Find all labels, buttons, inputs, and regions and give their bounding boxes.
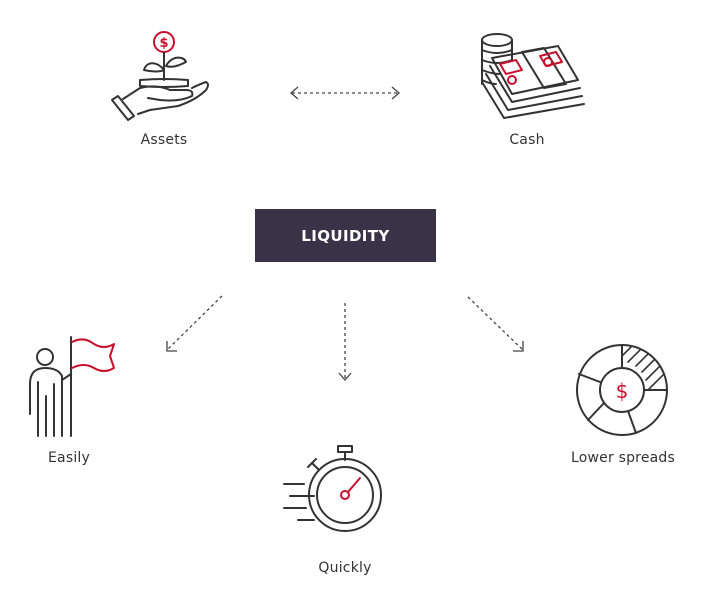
node-label-lower-spreads: Lower spreads <box>571 450 675 466</box>
node-label-assets: Assets <box>140 132 188 148</box>
cash-stack-coins-icon <box>481 33 585 119</box>
hand-plant-dollar-icon: $ <box>111 31 209 121</box>
node-label-quickly: Quickly <box>318 560 372 576</box>
arrow-to-quickly <box>338 303 352 381</box>
center-box: LIQUIDITY <box>255 209 436 262</box>
person-flag-icon <box>29 336 115 437</box>
svg-text:$: $ <box>616 379 629 403</box>
pie-dollar-icon: $ <box>576 344 668 436</box>
stopwatch-icon <box>283 445 382 532</box>
node-label-easily: Easily <box>48 450 90 466</box>
center-box-bg <box>255 209 436 262</box>
svg-text:$: $ <box>159 36 168 51</box>
arrow-to-lower-spreads <box>467 296 524 352</box>
arrow-to-easily <box>166 295 223 352</box>
center-label: LIQUIDITY <box>301 226 390 245</box>
node-label-cash: Cash <box>509 132 545 148</box>
assets-cash-arrow <box>290 86 400 100</box>
